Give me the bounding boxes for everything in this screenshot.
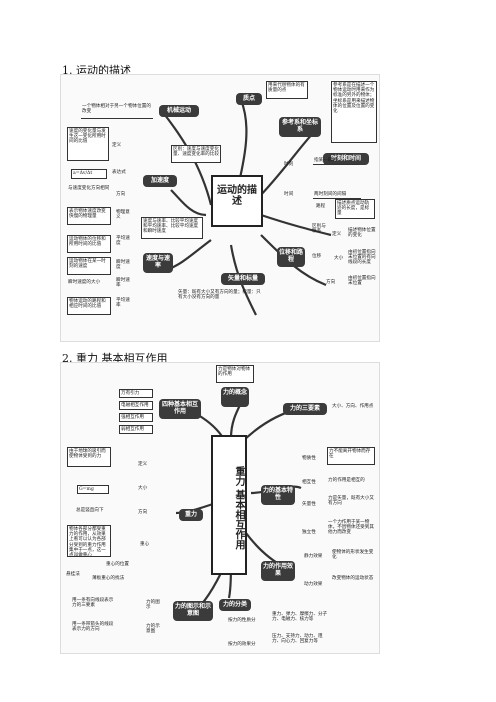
node-shiliang: 矢量和标量 (221, 273, 265, 285)
daxiao-desc: 由初位置指向末位置的有向线段的长度 (348, 250, 376, 266)
wuli-yiyi-desc: 表示物体速度改变快慢的物理量 (67, 207, 111, 225)
node-li-gainian: 力的概念 (221, 387, 249, 407)
shijian-desc: 两时刻间的间隔 (313, 191, 361, 199)
zhongxin-desc: 物体各部分都受重力的作用，从效果上看可以认为各部分受到的重力作用集中于一点，这一… (67, 525, 111, 557)
label-lujing: 路程 (316, 204, 326, 209)
label-dingyi-g: 定义 (138, 462, 148, 467)
node-shike: 时刻和时间 (323, 153, 369, 165)
shiyi-desc: 用一条带箭头的线段表示力的方向 (72, 622, 114, 633)
motion-center: 运动的描述 (211, 175, 263, 227)
jixie-desc: 一个物体相对于另一个物体位置的改变 (81, 103, 153, 119)
label-xianghu: 相互性 (302, 480, 316, 485)
label-shike: 时刻 (284, 162, 294, 167)
section1-heading: 1. 运动的描述 (62, 64, 131, 77)
node-weiyi: 位移和路程 (277, 247, 305, 267)
daxiao-formula: G=mg (77, 485, 109, 494)
node-zhidian: 质点 (236, 93, 262, 105)
label-zhongxin: 重心 (140, 542, 150, 547)
zhidian-desc: 用来代替物体的有质量的点 (266, 81, 308, 99)
ruo: 弱相互作用 (119, 425, 153, 434)
xuanguafa: 悬挂法 (66, 572, 80, 577)
label-daxiao: 大小 (334, 256, 344, 261)
tushi-desc: 用一条有向线段表示力的三要素 (72, 598, 114, 609)
section2-heading: 2. 重力 基本相互作用 (62, 352, 168, 365)
shunshi-sulv-desc: 瞬时速度的大小 (68, 280, 101, 285)
fangxiang-desc-g: 总是竖直向下 (76, 508, 104, 513)
label-wuli-yiyi: 物理意义 (116, 210, 130, 221)
dingyi2-desc: 描述物体位置的变化 (348, 228, 376, 239)
jingli-desc: 使物体的形状发生变化 (332, 550, 374, 561)
node-jiben-texing: 力的基本特性 (261, 485, 295, 505)
label-jingli: 静力效果 (304, 554, 323, 559)
label-shijian: 时间 (284, 192, 294, 197)
label-dongli: 动力效果 (304, 582, 323, 587)
pingjun-sudu-desc: 运动物体的位移和所用时间的比值 (67, 235, 111, 253)
top-note: 力是物体对物体的作用 (216, 365, 254, 383)
node-jixie: 机械运动 (159, 105, 199, 117)
node-cankao: 参考系和坐标系 (279, 117, 321, 137)
dongli-desc: 改变物体的运动状态 (332, 576, 374, 581)
label-daxiao-g: 大小 (138, 486, 148, 491)
label-li-shiyi: 力的示意图 (146, 624, 160, 635)
xiaoguo-fen-desc: 压力、支持力、动力、阻力、向心力、回复力等 (272, 634, 323, 645)
qiang: 强相互作用 (119, 413, 153, 422)
label-li-tushi: 力的图示 (146, 600, 160, 611)
mindmap-gravity: 力是物体对物体的作用 力的概念 力的三要素 大小、方向、作用点 四种基本相互作用… (60, 362, 380, 654)
label-dingyi2: 定义 (332, 232, 342, 237)
label-wuzhixing: 物质性 (302, 456, 316, 461)
mindmap-motion: 运动的描述 质点 用来代替物体的有质量的点 机械运动 一个物体相对于另一个物体位… (60, 74, 380, 342)
shike-desc: 指某一瞬时 (313, 157, 359, 165)
xianghu-desc: 力的作用是相互的 (328, 478, 365, 483)
label-dulixing: 独立性 (302, 530, 316, 535)
cankao-desc: 参考系是在描述一个物体运动时用来作为标准的另外的物体；坐标系是用来描述物体的位置… (331, 81, 377, 143)
label-dingyi: 定义 (112, 143, 122, 148)
label-qubie2: 区别与联系 (312, 224, 326, 235)
node-zuoyong-xiaoguo: 力的作用效果 (261, 561, 295, 581)
node-zhongli: 重力 (179, 509, 203, 521)
label-shiliangxing: 矢量性 (302, 502, 316, 507)
fangxiang-desc: 与速度变化方向相同 (68, 186, 110, 191)
dianci: 电磁相互作用 (119, 401, 153, 410)
lujing-desc: 描述质点运动轨迹的长度，是标量 (335, 199, 375, 219)
label-shunshi-sulv: 瞬时速率 (116, 278, 130, 289)
node-tushi: 力的图示和示意图 (173, 601, 213, 621)
gravity-center: 重力 基本相互作用 (211, 435, 247, 575)
bianyi-zhongxin: 薄板重心的找法 (92, 576, 125, 581)
label-xingzhi: 按力的性质分 (228, 618, 256, 623)
node-sudu: 速度与速率 (143, 253, 173, 273)
node-li-fenlei: 力的分类 (219, 599, 251, 611)
pingjun-sulv-desc: 物体运动的路程和相应时间的比值 (67, 297, 111, 315)
wuzhixing-desc: 力不能离开物体而存在 (327, 447, 375, 465)
jiasudu-def: 速度的变化量与发生这一变化所用时间的比值 (67, 127, 109, 161)
label-fangxiang-g: 方向 (138, 510, 148, 515)
label-weiyi: 位移 (312, 254, 322, 259)
fangxiang2-desc: 由初位置指向末位置 (348, 276, 376, 287)
shunshi-sudu-desc: 运动物体在某一时刻的速度 (67, 257, 111, 275)
label-fangxiang2: 方向 (326, 280, 336, 285)
label-pingjun-sulv: 平均速率 (116, 298, 130, 309)
sudu-compare: 速度与速率、比较平均速度和平均速率、比较平均速度和瞬时速度 (141, 217, 203, 239)
formula: a=Δv/Δt (71, 169, 107, 179)
qubie-note: 区别：速度与速度变化量、速度变化率的比较 (171, 145, 221, 163)
sanyaosu-desc: 大小、方向、作用点 (332, 404, 374, 409)
node-li-sanyaosu: 力的三要素 (283, 403, 327, 415)
label-biaodashi: 表达式 (112, 170, 126, 175)
node-sizhong: 四种基本相互作用 (159, 399, 201, 419)
label-fangxiang: 方向 (116, 192, 126, 197)
dulixing-desc: 一个力作用于某一物体，不因物体还受到其他力而改变 (328, 520, 374, 536)
shiliang-desc: 矢量：既有大小又有方向的量；标量：只有大小没有方向的量 (178, 290, 261, 301)
xingzhi-desc: 重力、弹力、摩擦力、分子力、电磁力、核力等 (272, 612, 328, 623)
shiliangxing-desc: 力是矢量，既有大小又有方向 (328, 496, 374, 507)
label-pingjun-sudu: 平均速度 (116, 236, 130, 247)
label-shunshi-sudu: 瞬时速度 (116, 260, 130, 271)
wanyou: 万有引力 (119, 389, 153, 398)
label-xiaoguo-fen: 按力的效果分 (228, 642, 256, 647)
node-jiasudu: 加速度 (143, 175, 177, 187)
zhongxin-weizhi: 重心的位置 (106, 562, 129, 567)
zhongli-def: 由于地球的吸引而使物体受到的力 (67, 447, 111, 467)
